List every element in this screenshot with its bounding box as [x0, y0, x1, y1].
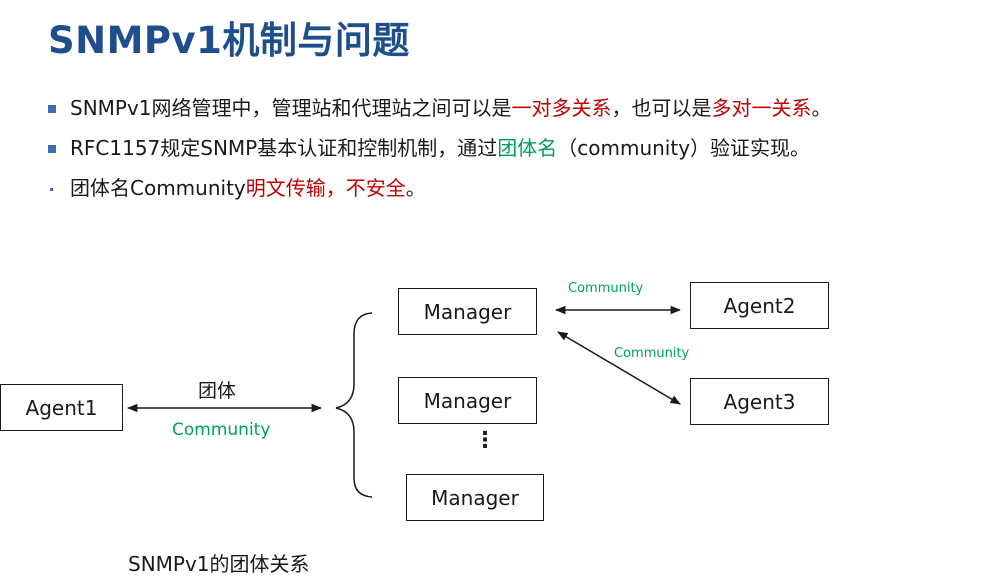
bullet-2-text-end: （community）验证实现。: [557, 136, 811, 160]
managers-brace: [335, 312, 373, 498]
community-label-cn: 团体: [198, 380, 237, 402]
manager-box-3: Manager: [406, 474, 544, 521]
page-title: SNMPv1机制与问题: [48, 19, 410, 62]
agent2-box: Agent2: [690, 282, 829, 329]
bullet-item-3: 团体名Community明文传输，不安全。: [48, 172, 832, 212]
community-label-agent3: Community: [614, 346, 690, 361]
square-bullet-icon: [48, 145, 56, 153]
bullet-1-highlight-one-to-many: 一对多关系: [511, 96, 612, 120]
community-label-left: Community: [172, 420, 271, 440]
manager-agent3-arrow: [557, 331, 681, 405]
bullet-1-highlight-many-to-one: 多对一关系: [711, 96, 812, 120]
bullet-1-text-mid: ，也可以是: [611, 96, 712, 120]
manager-box-2: Manager: [398, 377, 537, 424]
community-label-agent2: Community: [568, 281, 644, 296]
bullet-1-text: SNMPv1网络管理中，管理站和代理站之间可以是: [70, 96, 512, 120]
bullet-3-text: 团体名Community: [70, 176, 246, 200]
dot-bullet-icon: [50, 188, 53, 191]
bullet-1-text-end: 。: [811, 96, 832, 120]
bullet-3-highlight-insecure: 明文传输，不安全: [245, 176, 406, 200]
agent3-box: Agent3: [690, 378, 829, 425]
agent1-box: Agent1: [0, 384, 123, 431]
bullet-3-text-end: 。: [405, 176, 426, 200]
bullet-2-highlight-community-name: 团体名: [497, 136, 558, 160]
manager-box-1: Manager: [398, 288, 537, 335]
bullet-list: SNMPv1网络管理中，管理站和代理站之间可以是一对多关系，也可以是多对一关系。…: [48, 92, 832, 212]
bullet-item-2: RFC1157规定SNMP基本认证和控制机制，通过团体名（community）验…: [48, 132, 832, 172]
square-bullet-icon: [48, 105, 56, 113]
vertical-ellipsis: ⋮: [474, 428, 496, 453]
diagram-caption: SNMPv1的团体关系: [128, 552, 310, 576]
bullet-item-1: SNMPv1网络管理中，管理站和代理站之间可以是一对多关系，也可以是多对一关系。: [48, 92, 832, 132]
bullet-2-text: RFC1157规定SNMP基本认证和控制机制，通过: [70, 136, 498, 160]
